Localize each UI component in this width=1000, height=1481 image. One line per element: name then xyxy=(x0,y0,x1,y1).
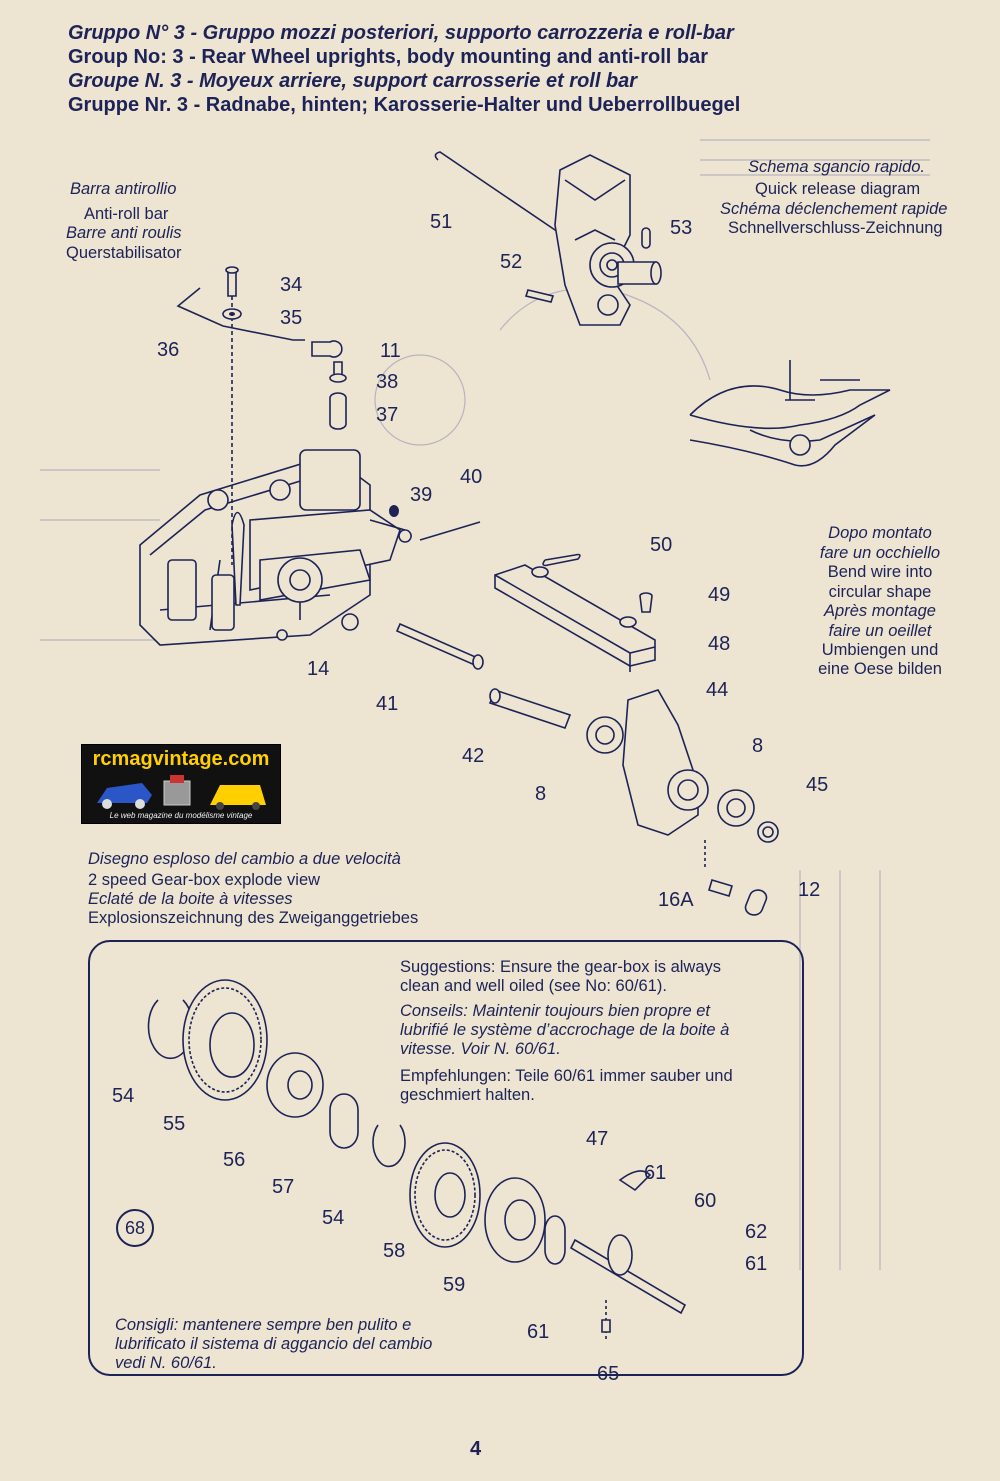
part-number: 52 xyxy=(500,251,523,273)
logo-car-engine-icon xyxy=(97,775,266,810)
quick-release-caption-fr: Schéma déclenchement rapide xyxy=(720,200,948,218)
rcmagvintage-logo: rcmagvintage.com Le web magazine du modé… xyxy=(81,744,281,824)
figure-badge: 68 xyxy=(116,1209,154,1247)
bend-wire-caption-de2: eine Oese bilden xyxy=(818,660,942,678)
header-german: Gruppe Nr. 3 - Radnabe, hinten; Karosser… xyxy=(68,94,741,116)
part-number: 62 xyxy=(745,1221,768,1243)
rear-upright-assembly xyxy=(276,622,779,916)
quick-release-upright xyxy=(434,151,662,326)
part-number: 55 xyxy=(163,1113,186,1135)
suggestion-en-line1: Suggestions: Ensure the gear-box is alwa… xyxy=(400,958,722,976)
body-mount-bracket xyxy=(494,564,656,672)
part-number: 53 xyxy=(670,217,693,239)
suggestion-de-line2: geschmiert halten. xyxy=(400,1086,535,1104)
part-number: 40 xyxy=(460,466,483,488)
part-number: 65 xyxy=(597,1363,620,1385)
antiroll-caption-fr: Barre anti roulis xyxy=(66,224,182,242)
pin-and-wire-parts xyxy=(389,505,581,567)
header-french: Groupe N. 3 - Moyeux arriere, support ca… xyxy=(68,70,638,92)
part-number: 58 xyxy=(383,1240,406,1262)
part-number: 51 xyxy=(430,211,453,233)
gearbox-parts xyxy=(147,979,687,1340)
antiroll-caption-it: Barra antirollio xyxy=(70,180,177,198)
suggestion-en-line2: clean and well oiled (see No: 60/61). xyxy=(400,977,667,995)
consigli-line2: lubrificato il sistema di aggancio del c… xyxy=(115,1335,433,1353)
consigli-line3: vedi N. 60/61. xyxy=(115,1354,217,1372)
part-number: 49 xyxy=(708,584,731,606)
antiroll-caption-de: Querstabilisator xyxy=(66,244,182,262)
part-number: 57 xyxy=(272,1176,295,1198)
bend-wire-caption-en1: Bend wire into xyxy=(827,563,933,581)
part-number: 16A xyxy=(658,889,694,911)
part-number: 61 xyxy=(745,1253,768,1275)
part-number: 11 xyxy=(380,340,401,362)
logo-title: rcmagvintage.com xyxy=(92,748,270,770)
consigli-line1: Consigli: mantenere sempre ben pulito e xyxy=(115,1316,412,1334)
suggestion-de-line1: Empfehlungen: Teile 60/61 immer sauber u… xyxy=(400,1067,733,1085)
part-number: 36 xyxy=(157,339,180,361)
gearbox-caption-fr: Eclaté de la boite à vitesses xyxy=(88,890,293,908)
part-number: 54 xyxy=(112,1085,135,1107)
bend-wire-caption-it1: Dopo montato xyxy=(828,524,932,542)
bend-wire-caption-it2: fare un occhiello xyxy=(819,544,941,562)
part-number: 12 xyxy=(798,879,821,901)
header-italian: Gruppo N° 3 - Gruppo mozzi posteriori, s… xyxy=(68,22,734,44)
part-number: 8 xyxy=(752,735,764,757)
part-number: 50 xyxy=(650,534,673,556)
part-number: 61 xyxy=(527,1321,550,1343)
bend-wire-caption-en2: circular shape xyxy=(828,583,932,601)
quick-release-caption-it: Schema sgancio rapido. xyxy=(748,158,926,176)
part-number: 45 xyxy=(806,774,829,796)
part-number: 54 xyxy=(322,1207,345,1229)
part-number: 48 xyxy=(708,633,731,655)
suggestion-fr-line1: Conseils: Maintenir toujours bien propre… xyxy=(400,1002,710,1020)
part-number: 60 xyxy=(694,1190,717,1212)
part-number: 59 xyxy=(443,1274,466,1296)
logo-tagline: Le web magazine du modélisme vintage xyxy=(109,811,253,820)
gearbox-caption-it: Disegno esploso del cambio a due velocit… xyxy=(88,850,401,868)
gearbox-caption-de: Explosionszeichnung des Zweiganggetriebe… xyxy=(88,909,419,927)
pliers-illustration xyxy=(689,360,891,467)
part-number: 34 xyxy=(280,274,303,296)
part-number: 14 xyxy=(307,658,330,680)
part-number: 38 xyxy=(376,371,399,393)
antiroll-caption-en: Anti-roll bar xyxy=(84,205,169,223)
gearbox-suggestion-box xyxy=(88,940,804,1376)
quick-release-caption-de: Schnellverschluss-Zeichnung xyxy=(728,219,943,237)
header-english: Group No: 3 - Rear Wheel uprights, body … xyxy=(68,46,708,68)
part-number: 61 xyxy=(644,1162,667,1184)
part-number: 8 xyxy=(535,783,547,805)
rear-chassis-assembly xyxy=(139,449,412,646)
quick-release-caption-en: Quick release diagram xyxy=(755,180,921,198)
page-number: 4 xyxy=(470,1438,482,1460)
bend-wire-caption-fr2: faire un oeillet xyxy=(828,622,932,640)
suggestion-fr-line2: lubrifié le système d’accrochage de la b… xyxy=(400,1021,730,1039)
part-number: 42 xyxy=(462,745,485,767)
part-number: 41 xyxy=(376,693,399,715)
anti-roll-bar-parts xyxy=(176,266,347,565)
part-number: 56 xyxy=(223,1149,246,1171)
part-number: 47 xyxy=(586,1128,609,1150)
gearbox-caption-en: 2 speed Gear-box explode view xyxy=(88,871,321,889)
suggestion-fr-line3: vitesse. Voir N. 60/61. xyxy=(400,1040,561,1058)
bend-wire-caption-fr1: Après montage xyxy=(824,602,936,620)
part-number: 44 xyxy=(706,679,729,701)
bend-wire-caption-de1: Umbiengen und xyxy=(821,641,939,659)
part-number: 37 xyxy=(376,404,399,426)
part-number: 39 xyxy=(410,484,433,506)
part-number: 35 xyxy=(280,307,303,329)
